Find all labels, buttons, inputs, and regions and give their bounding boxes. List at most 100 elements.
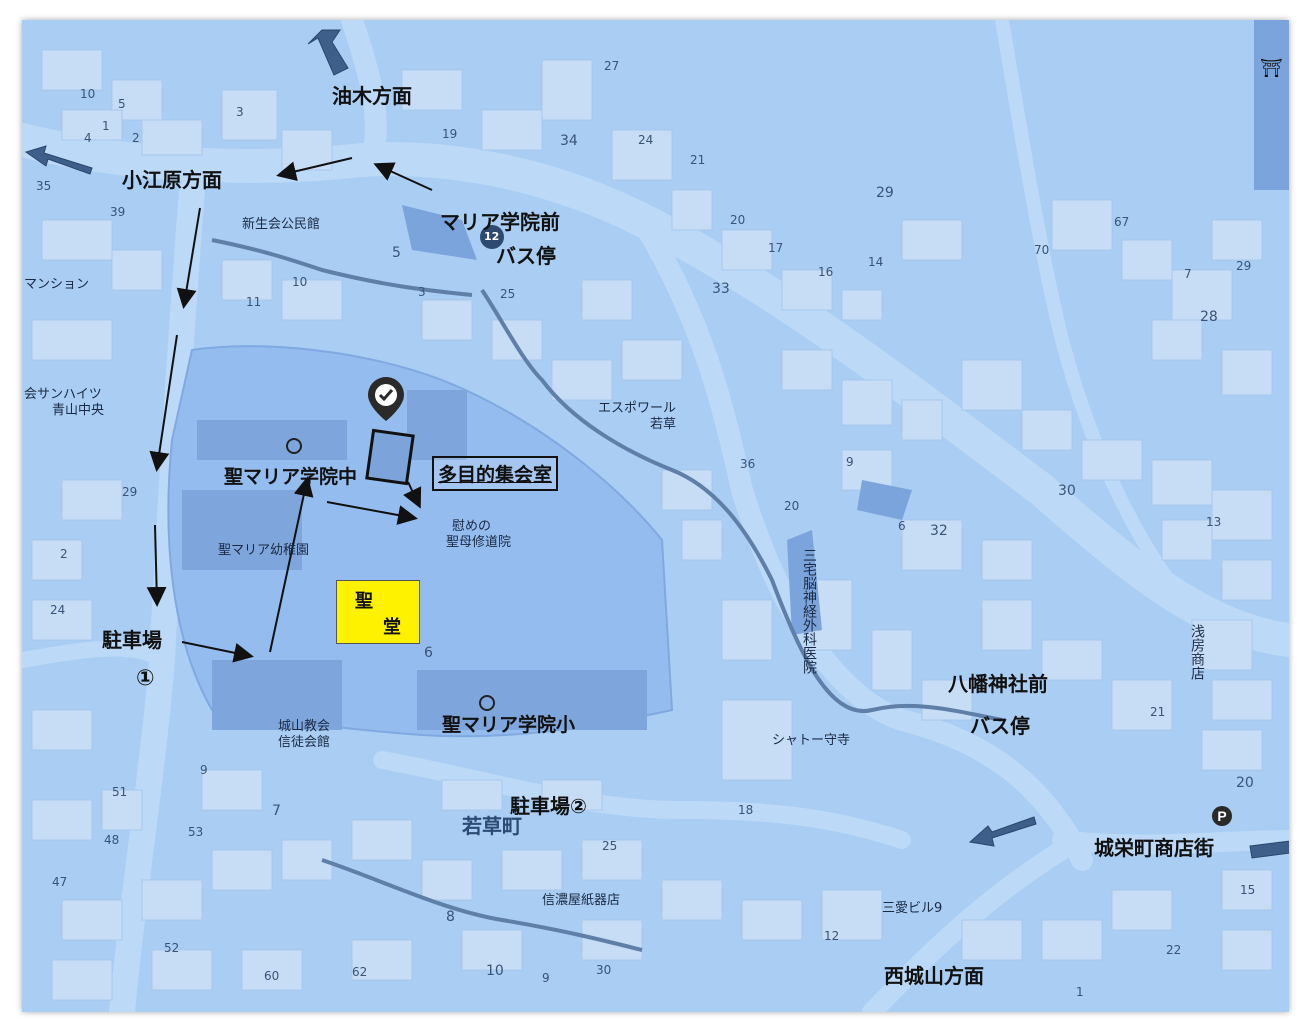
label-yawata-bus-stop-2: バス停 — [970, 714, 1030, 738]
block-number: 7 — [1184, 267, 1192, 281]
block-number: 53 — [188, 825, 204, 839]
block-number: 1 — [1076, 985, 1084, 999]
block-number: 25 — [602, 839, 618, 853]
block-number: 18 — [738, 803, 754, 817]
block-number: 8 — [446, 909, 455, 925]
block-number: 35 — [36, 179, 52, 193]
block-number: 13 — [1206, 515, 1222, 529]
block-number: 20 — [1236, 775, 1254, 791]
block-number: 52 — [164, 941, 180, 955]
school-buildings — [182, 390, 647, 730]
block-number: 5 — [118, 97, 126, 111]
label-church: 城山教会 — [278, 719, 331, 734]
map-frame[interactable]: P 油木方面 小江原方面 マリア学院前 バス停 聖マリア学院中 多目的集会室 駐… — [22, 20, 1289, 1012]
block-number: 2 — [60, 547, 68, 561]
school-symbol-icon — [286, 438, 495, 711]
label-convent: 慰めの — [452, 519, 492, 534]
block-number: 20 — [730, 213, 746, 227]
label-church-2: 信徒会館 — [278, 735, 331, 750]
block-number: 15 — [1240, 883, 1256, 897]
block-number: 62 — [352, 965, 368, 979]
block-number: 3 — [418, 285, 426, 299]
block-number: 51 — [112, 785, 128, 799]
block-number: 1 — [102, 119, 110, 133]
block-number: 9 — [200, 763, 208, 777]
block-arrows — [24, 29, 1289, 859]
block-number: 24 — [50, 603, 66, 617]
buildings — [31, 49, 1273, 1001]
block-number: 28 — [1200, 309, 1218, 325]
label-shinsei-hall: 新生会公民館 — [242, 217, 321, 232]
map-canvas[interactable]: P — [22, 20, 1289, 1012]
label-maria-bus-stop-2: バス停 — [496, 244, 556, 268]
block-number: 10 — [292, 275, 308, 289]
bus-stop-icon — [480, 225, 504, 249]
block-number: 30 — [596, 963, 612, 977]
walking-path — [480, 288, 1003, 722]
block-number: 10 — [486, 963, 504, 979]
label-parking-2: 駐車場② — [510, 794, 587, 818]
key-buildings — [402, 20, 1289, 635]
label-sanhaitsu-2: 青山中央 — [52, 403, 105, 418]
block-number: 60 — [264, 969, 280, 983]
block-number: 27 — [604, 59, 620, 73]
shrine-icon: ⛩ — [1260, 58, 1283, 79]
label-shinanoya: 信濃屋紙器店 — [542, 893, 621, 908]
block-number: 34 — [560, 133, 578, 149]
label-parking-1: 駐車場 — [102, 628, 162, 652]
block-number: 22 — [1166, 943, 1182, 957]
label-convent-2: 聖母修道院 — [446, 535, 512, 550]
block-number: 10 — [80, 87, 96, 101]
block-number: 6 — [424, 645, 433, 661]
parking-icon: P — [1212, 806, 1232, 826]
block-number: 9 — [542, 971, 550, 985]
label-hospital: 三宅脳神経外科医院 — [801, 548, 817, 674]
block-number: 12 — [824, 929, 840, 943]
walking-path-3 — [321, 858, 643, 952]
block-number: 21 — [1150, 705, 1166, 719]
block-number: 47 — [52, 875, 68, 889]
block-number: 11 — [246, 295, 262, 309]
label-school-middle: 聖マリア学院中 — [224, 466, 358, 488]
block-number: 39 — [110, 205, 126, 219]
block-number: 4 — [84, 131, 92, 145]
hall-outline — [365, 428, 415, 486]
block-number: 70 — [1034, 243, 1050, 257]
label-wakakusa-town: 若草町 — [462, 814, 522, 838]
label-kindergarten: 聖マリア幼稚園 — [218, 543, 310, 558]
walking-path-2 — [211, 238, 473, 297]
label-shako: シャトー守寺 — [772, 733, 851, 748]
block-number: 33 — [712, 281, 730, 297]
block-number: 30 — [1058, 483, 1076, 499]
block-number: 48 — [104, 833, 120, 847]
label-nishishiroyama: 西城山方面 — [884, 964, 984, 988]
bus-route-number: 12 — [484, 230, 500, 243]
label-jouei-shopping: 城栄町商店街 — [1094, 836, 1214, 860]
block-number: 29 — [122, 485, 138, 499]
label-maria-bus-stop: マリア学院前 — [440, 210, 560, 234]
label-esupowaru: エスポワール — [598, 401, 677, 416]
block-number: 21 — [690, 153, 706, 167]
block-number: 36 — [740, 457, 756, 471]
roads — [22, 20, 1289, 1012]
block-number: 19 — [442, 127, 458, 141]
location-pin-icon[interactable] — [368, 377, 404, 421]
block-number: 67 — [1114, 215, 1130, 229]
chapel-label-1: 聖 — [355, 591, 373, 612]
block-number: 3 — [236, 105, 244, 119]
label-sanhaitsu: 会サンハイツ — [24, 387, 102, 402]
label-esupowaru-2: 若草 — [650, 417, 677, 432]
block-number: 20 — [784, 499, 800, 513]
block-number: 29 — [876, 185, 894, 201]
block-number: 6 — [898, 519, 906, 533]
label-hall[interactable]: 多目的集会室 — [432, 456, 559, 491]
svg-text:P: P — [1217, 808, 1226, 824]
block-number: 16 — [818, 265, 834, 279]
block-number: 14 — [868, 255, 884, 269]
label-abura: 油木方面 — [332, 84, 412, 108]
chapel-label-2: 堂 — [383, 617, 401, 638]
label-sanai-building: 三愛ビル9 — [882, 901, 943, 916]
block-number: 17 — [768, 241, 784, 255]
label-asabo-shop: 浅房商店 — [1189, 624, 1205, 680]
block-number: 29 — [1236, 259, 1252, 273]
